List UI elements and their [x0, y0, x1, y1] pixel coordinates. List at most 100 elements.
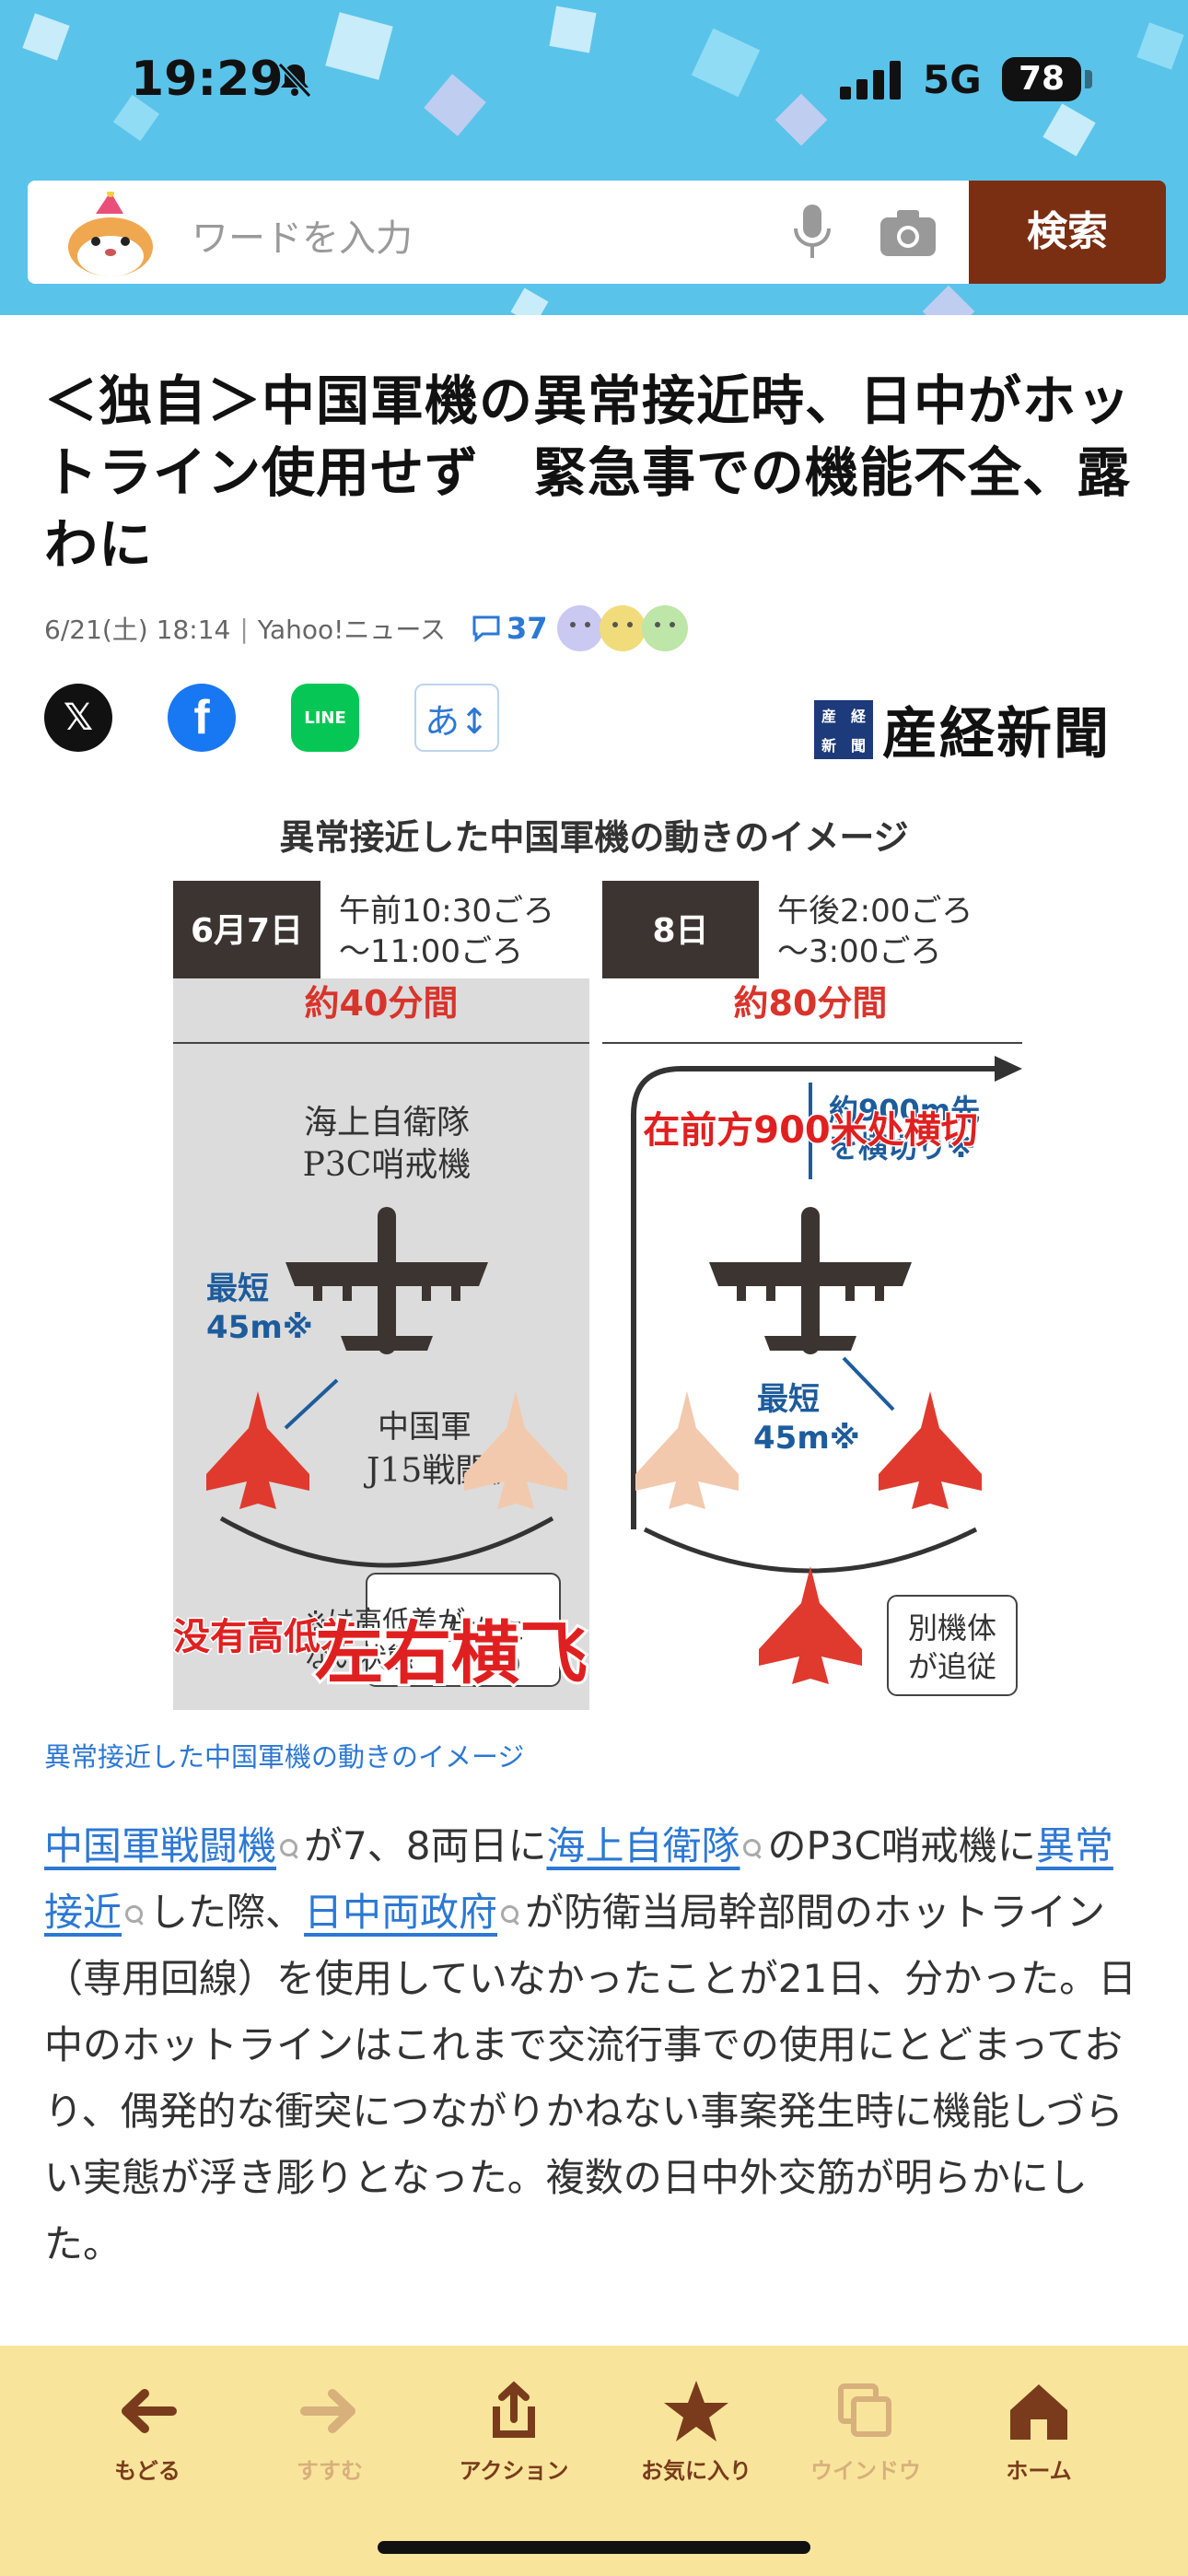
search-input[interactable]: ワードを入力 [192, 217, 413, 260]
p3c-aircraft-icon [285, 1207, 488, 1354]
logo-char: 経 [850, 707, 866, 725]
home-button[interactable]: ホーム [974, 2377, 1103, 2485]
back-arrow-icon [122, 2389, 177, 2433]
right-date-block [602, 881, 759, 978]
article-source[interactable]: Yahoo!ニュース [257, 615, 447, 645]
distance-arrow [284, 1378, 339, 1430]
overlay-top-annotation: 在前方900米处横切 [643, 1109, 978, 1152]
right-duration: 約80分間 [734, 983, 888, 1024]
figure-diagram: 異常接近した中国軍機の動きのイメージ 6月7日 午前10:30ごろ ～11:00… [172, 817, 1022, 1710]
status-time: 19:29 [131, 52, 284, 107]
left-time2: ～11:00ごろ [339, 933, 523, 970]
line-share-icon[interactable]: LINE [291, 684, 359, 752]
keyword-link[interactable]: 日中両政府 [304, 1890, 498, 1935]
cn-label: 中国軍 [378, 1409, 472, 1446]
follow-box [887, 1595, 1018, 1696]
logo-char: 新 [821, 736, 836, 755]
favorite-button[interactable]: お気に入り [632, 2377, 761, 2485]
keyword-link[interactable]: 中国軍戦闘機 [44, 1823, 277, 1868]
comment-icon [472, 615, 500, 642]
body-text: した際、 [149, 1890, 305, 1935]
bottom-toolbar: もどる すすむ アクション お気に入り ウインドウ ホーム [0, 2346, 1188, 2576]
j15-fighter-ghost-icon [464, 1391, 567, 1509]
search-bar[interactable]: ワードを入力 [28, 181, 969, 284]
jsdf-label: 海上自衛隊 [304, 1104, 470, 1142]
comment-link[interactable]: 37 [472, 611, 548, 646]
body-text: が7、8両日に [304, 1823, 547, 1868]
j15-fighter-ghost-icon [635, 1391, 739, 1509]
app-header: 19:29 5G 78 ワードを入力 [0, 0, 1188, 315]
bubble-text2: り [497, 1650, 525, 1682]
back-label: もどる [114, 2458, 181, 2484]
search-button[interactable]: 検索 [969, 181, 1166, 284]
overlay-center-annotation: 左右横飞 [315, 1614, 588, 1693]
keyword-link[interactable]: 海上自衛隊 [546, 1823, 740, 1868]
network-type: 5G [923, 57, 982, 102]
right-time-block [759, 881, 1022, 978]
action-button[interactable]: アクション [449, 2377, 578, 2485]
article-datetime: 6/21(土) 18:14 [44, 615, 231, 645]
left-time1: 午前10:30ごろ [339, 893, 554, 930]
mascot-logo-icon [68, 192, 153, 276]
right-date: 8日 [652, 912, 708, 950]
body-text: のP3C哨戒機に [767, 1823, 1036, 1868]
right-min-label: 最短 [757, 1381, 820, 1418]
back-button[interactable]: もどる [83, 2377, 212, 2485]
search-icon [280, 1838, 300, 1859]
status-bar: 19:29 5G 78 [0, 0, 1188, 157]
line-share-label: LINE [304, 708, 346, 728]
meta-divider: | [239, 613, 249, 644]
x-share-icon[interactable]: 𝕏 [44, 684, 112, 752]
search-icon [125, 1904, 146, 1926]
logo-char: 聞 [850, 736, 866, 755]
reaction-face-icon [556, 605, 603, 651]
bubble-text: 左右に [442, 1615, 525, 1647]
publisher-logo-mark: 産 経 新 聞 [814, 699, 873, 759]
share-row: 𝕏 f LINE あ↕ [44, 684, 499, 752]
forward-label: すすむ [297, 2458, 363, 2484]
right-cross1: 約900m先 [829, 1093, 980, 1128]
follow-text1: 別機体 [908, 1610, 996, 1645]
favorite-label: お気に入り [641, 2458, 751, 2484]
search-icon [501, 1904, 521, 1926]
left-min-label: 最短 [206, 1270, 269, 1307]
home-indicator[interactable] [378, 2541, 810, 2554]
share-action-icon [493, 2381, 535, 2438]
reaction-face-icon [599, 605, 646, 651]
article-meta: 6/21(土) 18:14 | Yahoo!ニュース 37 [44, 605, 688, 651]
left-date-block [173, 881, 320, 978]
right-cross2: を横切り※ [829, 1130, 975, 1165]
figure-caption: 異常接近した中国軍機の動きのイメージ [44, 1741, 525, 1773]
jsdf-aircraft-label: P3C哨戒機 [303, 1146, 472, 1184]
comment-count: 37 [507, 611, 548, 646]
reaction-face-icon [641, 605, 688, 651]
follow-text2: が追従 [908, 1649, 996, 1684]
right-time1: 午後2:00ごろ [777, 893, 973, 930]
forward-arrow-icon [300, 2389, 355, 2433]
right-loop-path [631, 1066, 995, 1529]
facebook-share-icon[interactable]: f [168, 684, 236, 752]
window-button[interactable]: ウインドウ [801, 2377, 930, 2485]
star-icon [664, 2381, 728, 2441]
left-note1: ※は高低差が [304, 1606, 465, 1638]
home-icon [1010, 2384, 1067, 2440]
body-text: が防衛当局幹部間のホットライン（専用回線）を使用していなかったことが21日、分か… [44, 1890, 1137, 2266]
microphone-icon[interactable] [788, 203, 836, 262]
font-size-button[interactable]: あ↕ [414, 684, 499, 752]
left-note2: ない状態 [304, 1643, 414, 1675]
j15-fighter-icon [879, 1391, 982, 1509]
confetti [922, 285, 975, 315]
reaction-faces[interactable] [556, 605, 688, 651]
camera-icon[interactable] [879, 206, 938, 258]
figure-title: 異常接近した中国軍機の動きのイメージ [279, 817, 908, 858]
article-figure[interactable]: 異常接近した中国軍機の動きのイメージ 6月7日 午前10:30ごろ ～11:00… [166, 802, 1022, 1723]
publisher-logo[interactable]: 産 経 新 聞 産経新聞 [814, 689, 1111, 769]
forward-button[interactable]: すすむ [265, 2377, 394, 2485]
signal-icon [840, 61, 901, 100]
left-arc [219, 1516, 554, 1568]
p3c-aircraft-icon [709, 1207, 912, 1354]
overlay-left-annotation: 没有高低差 [173, 1616, 357, 1658]
keyword-link[interactable]: 異常接近 [44, 1823, 1113, 1935]
battery-icon: 78 [1002, 57, 1081, 101]
action-label: アクション [459, 2458, 569, 2484]
